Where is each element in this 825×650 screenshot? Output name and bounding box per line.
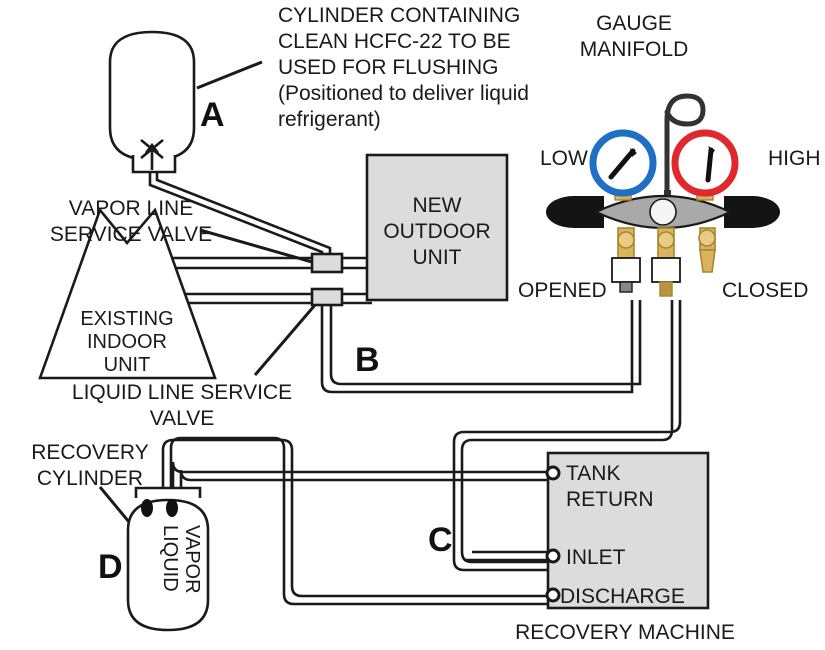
manifold-port-right[interactable] [698, 227, 716, 273]
gauge-high-label: HIGH [768, 147, 821, 170]
cylinder-a-line-5: refrigerant) [278, 108, 381, 131]
gauge-manifold-line-1: GAUGE [596, 12, 672, 35]
liquid-valve-line-1: LIQUID LINE SERVICE [72, 381, 292, 404]
vapor-line-service-valve [310, 252, 344, 274]
tubing-lines [148, 168, 682, 606]
existing-indoor-unit [38, 207, 217, 380]
label-letter-d: D [98, 548, 123, 586]
port-tank-return-line-1: TANK [566, 462, 620, 485]
hose-b-inner [329, 300, 642, 386]
hose-tank-return-outer [171, 461, 552, 498]
indoor-unit-line-1: EXISTING [80, 308, 173, 330]
flush-cylinder-a [108, 30, 196, 174]
gauge-manifold-line-2: MANIFOLD [580, 38, 689, 61]
hose-liquid-to-discharge-inner [169, 436, 552, 606]
callout-cylinder-a-text: CYLINDER CONTAINING CLEAN HCFC-22 TO BE … [200, 4, 529, 134]
valve-closed-label: CLOSED [722, 279, 808, 302]
hose-b-outer [320, 300, 634, 394]
port-discharge-icon [545, 587, 561, 603]
indoor-unit-line-3: UNIT [104, 354, 151, 376]
vapor-valve-line-1: VAPOR LINE [69, 197, 193, 220]
callout-gauge-manifold-text: GAUGE MANIFOLD LOW HIGH OPENED CLOSED [518, 12, 821, 302]
vapor-line-valve-text: VAPOR LINE SERVICE VALVE [50, 197, 212, 246]
leader-lines [98, 60, 317, 529]
recovery-machine-text: TANK RETURN INLET DISCHARGE C RECOVERY M… [428, 462, 735, 644]
hose-manifold-mid-inner [452, 300, 682, 572]
cylinder-port-label-liquid: LIQUID [159, 525, 181, 592]
manifold-port-middle[interactable] [651, 227, 681, 297]
label-letter-a: A [200, 96, 225, 134]
recovery-machine-box [545, 451, 710, 610]
port-tank-return-icon [545, 465, 561, 481]
hose-tank-return-inner [179, 469, 552, 498]
port-inlet-label: INLET [566, 546, 626, 569]
recovery-machine-title: RECOVERY MACHINE [515, 621, 735, 644]
cylinder-a-line-2: CLEAN HCFC-22 TO BE [278, 30, 511, 53]
outdoor-unit-text: NEW OUTDOOR UNIT B [355, 194, 491, 379]
leader-cylinder-a [196, 60, 263, 90]
liquid-line-service-valve [310, 287, 344, 307]
port-inlet-icon [545, 548, 561, 564]
gauge-manifold [546, 93, 780, 297]
leader-vapor-valve [199, 228, 313, 264]
recovery-cylinder-text: RECOVERY CYLINDER D VAPOR LIQUID [31, 441, 203, 594]
manifold-sight-glass [649, 198, 677, 226]
recovery-cylinder-line-2: CYLINDER [37, 467, 143, 490]
gauge-needle-icon [608, 148, 637, 180]
cylinder-port-label-vapor: VAPOR [181, 525, 203, 594]
new-outdoor-unit-box [365, 153, 509, 302]
port-tank-return-line-2: RETURN [566, 488, 654, 511]
hose-liquid-to-discharge-outer [161, 438, 552, 598]
gauge-low-label: LOW [540, 147, 588, 170]
cylinder-port-vapor [166, 499, 178, 517]
valve-opened-label: OPENED [518, 279, 607, 302]
valve-cross-icon [140, 138, 164, 170]
outdoor-unit-line-1: NEW [413, 194, 462, 217]
gauge-needle-icon [705, 146, 715, 183]
recovery-cylinder-d [126, 486, 210, 632]
cylinder-a-line-4: (Positioned to deliver liquid [278, 82, 529, 105]
port-discharge-label: DISCHARGE [560, 585, 685, 608]
vapor-valve-line-2: SERVICE VALVE [50, 223, 212, 246]
gauge-low [589, 129, 657, 197]
hanging-hook-icon [664, 93, 706, 218]
gauge-high [671, 129, 739, 197]
outdoor-unit-line-2: OUTDOOR [383, 220, 490, 243]
recovery-cylinder-line-1: RECOVERY [31, 441, 148, 464]
indoor-unit-line-2: INDOOR [87, 331, 167, 353]
label-letter-b: B [355, 341, 380, 379]
indoor-unit-text: EXISTING INDOOR UNIT [80, 308, 173, 376]
cylinder-a-line-1: CYLINDER CONTAINING [278, 4, 520, 27]
liquid-line-valve-text: LIQUID LINE SERVICE VALVE [72, 381, 292, 430]
cylinder-a-line-3: USED FOR FLUSHING [278, 56, 499, 79]
outdoor-unit-line-3: UNIT [413, 246, 462, 269]
label-letter-c: C [428, 521, 453, 559]
leader-liquid-valve [253, 304, 317, 376]
manifold-port-left[interactable] [611, 227, 641, 293]
liquid-valve-line-2: VALVE [150, 407, 215, 430]
cylinder-port-liquid [141, 499, 153, 517]
